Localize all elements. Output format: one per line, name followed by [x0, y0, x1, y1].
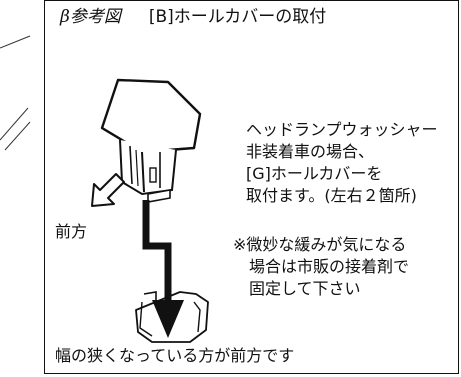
adhesive-note: ※微妙な緩みが気になる 場合は市販の接着剤で 固定して下さい	[233, 234, 409, 300]
front-arrow-icon	[91, 173, 125, 207]
figure-title-text: [B]ホールカバーの取付	[148, 7, 327, 27]
note-line-3: 固定して下さい	[249, 279, 361, 298]
insert-arrow-icon	[142, 200, 184, 338]
description-line: [G]ホールカバーを	[246, 164, 383, 183]
direction-label: 前方	[55, 222, 88, 241]
description-line: 非装着車の場合、	[246, 142, 375, 161]
hole-cover-icon	[100, 78, 202, 203]
description-line: ヘッドランプウォッシャー	[246, 120, 438, 139]
figure-frame	[44, 0, 459, 374]
description-line: 取付ます。(左右２箇所)	[246, 186, 417, 205]
installation-description: ヘッドランプウォッシャー 非装着車の場合、 [G]ホールカバーを 取付ます。(左…	[246, 119, 438, 207]
footer-note: 幅の狭くなっている方が前方です	[55, 346, 295, 365]
bumper-hole-icon	[135, 291, 209, 343]
note-line-2: 場合は市販の接着剤で	[249, 257, 410, 276]
hole-cover-illustration	[91, 78, 209, 343]
note-line-1: ※微妙な緩みが気になる	[233, 235, 407, 254]
figure-title: β参考図 [B]ホールカバーの取付	[60, 7, 326, 27]
bumper-edge-lines	[0, 35, 31, 151]
figure-ref: β参考図	[60, 7, 121, 27]
